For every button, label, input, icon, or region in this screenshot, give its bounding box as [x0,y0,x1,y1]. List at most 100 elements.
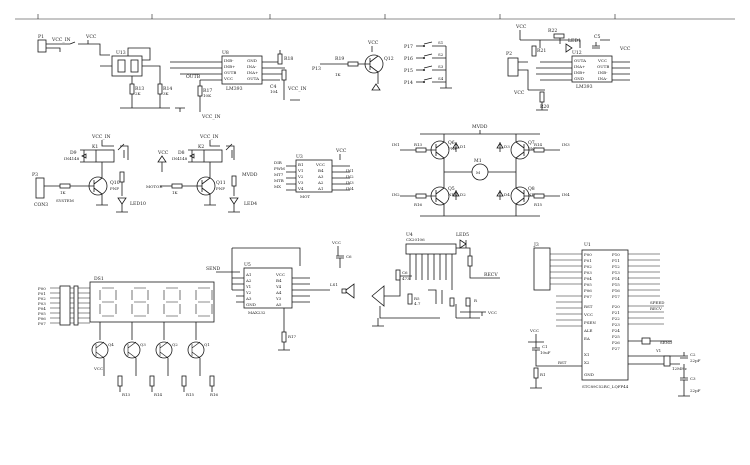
svg-text:Y1: Y1 [655,348,661,353]
vcc-in-label-3: VCC_IN [287,86,306,92]
svg-text:2K: 2K [135,91,142,96]
svg-text:P14: P14 [404,80,413,86]
svg-text:3K: 3K [163,91,170,96]
svg-text:INB+: INB+ [574,70,585,75]
svg-text:VCC: VCC [583,312,593,317]
svg-text:P17: P17 [612,294,620,299]
svg-text:V3: V3 [297,180,304,185]
svg-text:MOTOR: MOTOR [146,184,163,189]
svg-text:1K: 1K [335,72,342,77]
svg-text:C2: C2 [690,352,696,357]
svg-text:ALE: ALE [583,328,593,333]
svg-text:P01: P01 [38,291,46,296]
svg-text:22pF: 22pF [690,388,701,393]
p1-label: P1 [38,34,44,40]
relay-driver-2: VCC_IN K2 D8 IN4148 VCC Q11 PNP 1K MOTOR… [146,134,258,213]
svg-text:LED1: LED1 [568,38,581,44]
svg-text:M1: M1 [474,158,482,164]
svg-text:VCC: VCC [93,366,103,371]
svg-text:GND: GND [584,372,594,377]
svg-text:GND: GND [246,302,256,307]
svg-text:P15: P15 [404,68,413,74]
svg-text:K1: K1 [92,144,98,150]
svg-text:OUTA: OUTA [574,58,586,63]
p12-label: P13 [312,66,321,72]
svg-text:Q6: Q6 [448,140,455,146]
seven-segment-display: DS1 P00 P01 P02 P03 P04 P05 P06 P07 [38,276,219,397]
svg-text:IN4: IN4 [346,186,354,191]
svg-text:LS1: LS1 [330,282,338,287]
lm393-label: LM393 [226,86,243,92]
svg-text:R13: R13 [122,392,131,397]
mcu-section: U1 J3 P00 P01 P02 P03 P04 P05 P06 P07 P1… [528,242,701,397]
svg-text:LED4: LED4 [244,201,257,207]
svg-text:INB-: INB- [224,58,234,63]
svg-text:Q10: Q10 [110,180,120,186]
svg-text:R1: R1 [540,372,546,377]
svg-text:P16: P16 [612,288,620,293]
r19-label: R19 [335,56,344,62]
svg-text:S2: S2 [438,52,444,57]
svg-text:B4: B4 [276,278,282,283]
svg-text:MVDD: MVDD [242,172,258,178]
svg-text:104: 104 [270,89,278,94]
svg-text:P05: P05 [584,282,592,287]
svg-text:P10: P10 [612,252,620,257]
svg-text:P03: P03 [584,270,592,275]
svg-text:P16: P16 [404,56,413,62]
svg-text:P04: P04 [584,276,592,281]
svg-text:P06: P06 [38,316,46,321]
svg-text:LM393: LM393 [576,84,593,90]
svg-text:IN4: IN4 [562,192,570,197]
u12-label: U12 [572,50,582,56]
svg-text:P06: P06 [584,288,592,293]
lm393-right-section: VCC R21 R22 LED1 C5 VCC U12 OUTA INA+ IN… [506,24,631,111]
svg-text:10K: 10K [203,93,212,98]
u13-label: U13 [116,50,126,56]
svg-text:P13: P13 [612,270,620,275]
svg-text:R14: R14 [154,392,163,397]
svg-text:U3: U3 [296,154,303,160]
svg-text:VCC: VCC [529,328,539,333]
r13-label: R13 [135,86,144,92]
svg-text:P3: P3 [32,172,38,178]
svg-text:C6: C6 [402,270,408,275]
vcc-label-q12: VCC [367,40,379,46]
svg-text:OUTA: OUTA [247,76,259,81]
svg-text:1K: 1K [60,190,67,195]
svg-text:PNP: PNP [216,186,225,191]
svg-text:12MHz: 12MHz [672,366,687,371]
svg-text:VCC: VCC [331,240,341,245]
svg-text:V1: V1 [297,168,303,173]
svg-text:R: R [474,298,478,303]
svg-text:PSEN: PSEN [584,320,596,325]
svg-text:MT7: MT7 [274,172,284,177]
svg-text:P02: P02 [38,296,46,301]
svg-text:D9: D9 [70,150,77,156]
svg-text:P21: P21 [612,310,620,315]
svg-text:A4: A4 [275,290,282,295]
svg-text:VCC: VCC [223,76,233,81]
q12-label: Q12 [384,56,394,62]
svg-text:OUTB: OUTB [597,64,609,69]
svg-text:X2: X2 [584,360,590,365]
svg-text:R16: R16 [210,392,219,397]
svg-text:P07: P07 [584,294,592,299]
q12-section: VCC Q12 R19 1K P13 [312,40,394,91]
svg-text:A2: A2 [317,180,324,185]
svg-text:C5: C5 [594,34,601,40]
svg-text:INB+: INB+ [224,64,235,69]
svg-text:GND: GND [247,58,257,63]
svg-text:S4: S4 [438,76,444,81]
svg-text:J3: J3 [533,242,539,248]
svg-text:R13: R13 [414,142,423,147]
svg-text:C1: C1 [542,344,548,349]
comparator-section: P1 VCC_IN VCC U13 R13 2K R14 3K U8 INB-I… [37,34,306,120]
svg-text:B4: B4 [318,168,324,173]
outb-label: OUTB [186,74,201,80]
svg-text:R16: R16 [414,202,423,207]
svg-text:P24: P24 [612,328,620,333]
svg-text:Q7: Q7 [528,140,535,146]
